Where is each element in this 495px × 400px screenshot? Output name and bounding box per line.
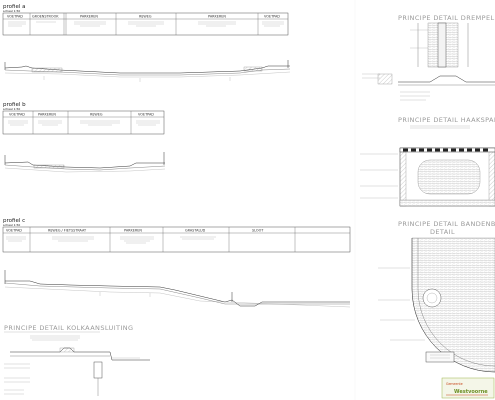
detail-boom-title: PRINCIPE DETAIL BANDENBEKLAKING BO [398, 220, 495, 228]
profile-a-header-5: PARKEREN [208, 15, 226, 19]
profile-b-ground-line [4, 161, 165, 169]
profile-b-title: profiel b [3, 102, 26, 108]
detail-boom: PRINCIPE DETAIL BANDENBEKLAKING BO DETAI… [378, 220, 495, 373]
tree-pit [422, 288, 442, 308]
profile-a-scale: schaal 1:50 [3, 9, 20, 13]
profile-a: profiel a schaal 1:50 VOETPAD GROENSTROO… [2, 4, 291, 82]
drempel-section [398, 75, 495, 83]
detail-kolk-title: PRINCIPE DETAIL KOLKAANSLUITING [4, 324, 133, 332]
profile-c: profiel c schaal 1:50 VOETPAD RIJWEG / F… [2, 218, 351, 308]
profile-a-header-2: GROENSTROOK [32, 15, 59, 19]
profile-b: profiel b schaal 1:50 VOETPAD PARKEREN R… [2, 102, 166, 173]
profile-a-header-3: PARKEREN [80, 15, 98, 19]
detail-kolkaansluiting: PRINCIPE DETAIL KOLKAANSLUITING [4, 324, 150, 396]
profile-a-header-1: VOETPAD [7, 15, 23, 19]
municipality-logo: Gemeente Westvoorne [441, 377, 495, 399]
parking-marking-band [399, 147, 495, 153]
parking-paving [417, 159, 481, 195]
profile-c-ground-line [5, 280, 350, 307]
profile-a-header-4: RIJWEG [139, 15, 152, 19]
logo-line-2: Westvoorne [454, 389, 488, 395]
profile-c-header-1: VOETPAD [6, 229, 22, 233]
profile-b-header-3: RIJWEG [90, 113, 103, 117]
profile-c-title: profiel c [3, 218, 25, 224]
detail-drempel: PRINCIPE DETAIL DREMPEL [362, 14, 495, 101]
profile-b-header-2: PARKEREN [38, 113, 56, 117]
detail-boom-subtitle: DETAIL [430, 228, 455, 236]
profile-a-ground-line [4, 65, 290, 74]
profile-c-header-3: PARKEREN [124, 229, 142, 233]
profile-c-scale: schaal 1:50 [3, 223, 20, 227]
profile-a-header-6: VOETPAD [264, 15, 280, 19]
logo-line-1: Gemeente [446, 382, 463, 386]
detail-drempel-title: PRINCIPE DETAIL DREMPEL [398, 14, 494, 22]
profile-c-table [2, 226, 351, 253]
detail-haaksparkeren-title: PRINCIPE DETAIL HAAKSPARKEREN [398, 116, 495, 124]
profile-a-title: profiel a [3, 4, 26, 10]
profile-b-header-4: VOETPAD [138, 113, 154, 117]
profile-c-header-5: SLOOT [252, 229, 264, 233]
profile-c-header-4: GRASTALUD [185, 229, 206, 233]
profile-c-header-2: RIJWEG / FIETSSTRAAT [48, 229, 87, 233]
profile-b-scale: schaal 1:50 [3, 107, 20, 111]
profile-b-header-1: VOETPAD [9, 113, 25, 117]
detail-haaksparkeren: PRINCIPE DETAIL HAAKSPARKEREN [360, 116, 495, 207]
profile-b-table [2, 110, 165, 135]
